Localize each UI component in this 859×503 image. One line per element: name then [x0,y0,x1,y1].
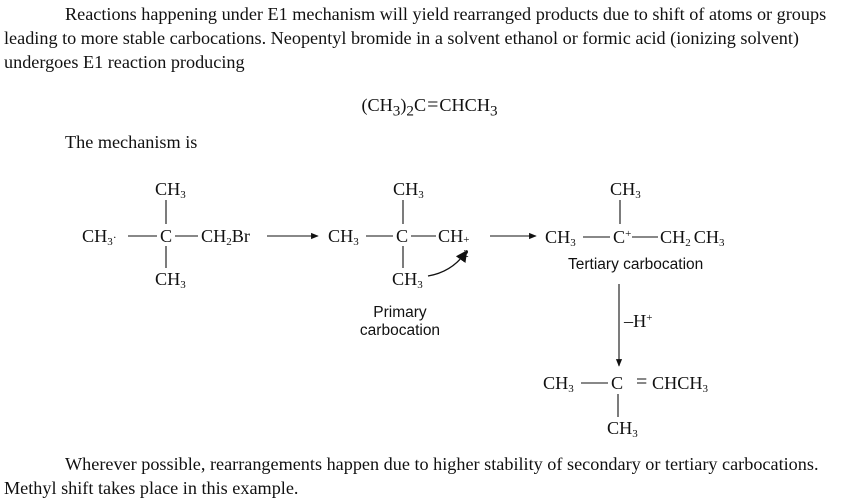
closing-paragraph: Wherever possible, rearrangements happen… [4,454,819,498]
tertiary-carbocation-label: Tertiary carbocation [568,256,704,273]
s2-bottom-methyl: CH3 [392,269,423,291]
s1-top-methyl: CH3 [155,179,186,201]
s2-central-carbon: C [396,226,409,246]
product-formula: (CH3)2C=CHCH3 [361,94,498,120]
s1-ch2br: CH2Br [201,226,250,248]
s2-top-methyl: CH3 [393,179,424,201]
mechanism-intro: The mechanism is [65,132,198,152]
s1-left-methyl: CH3· [82,226,117,248]
intro-paragraph: Reactions happening under E1 mechanism w… [4,4,827,72]
methyl-shift-arrow [427,250,468,277]
s3-left-methyl: CH3 [545,227,576,249]
s1-central-carbon: C [160,226,173,246]
s4-left-methyl: CH3 [543,373,574,395]
s4-alkene-carbon: C [611,373,624,393]
s3-top-methyl: CH3 [610,179,641,201]
deprotonation-label: –H+ [624,311,653,331]
s4-double-bond: = [636,371,648,393]
s4-chch3: CHCH3 [652,373,709,395]
s4-bottom-methyl: CH3 [607,418,638,440]
s3-carbocation: C+ [613,227,632,247]
s1-bottom-methyl: CH3 [155,269,186,291]
s2-left-methyl: CH3 [328,226,359,248]
